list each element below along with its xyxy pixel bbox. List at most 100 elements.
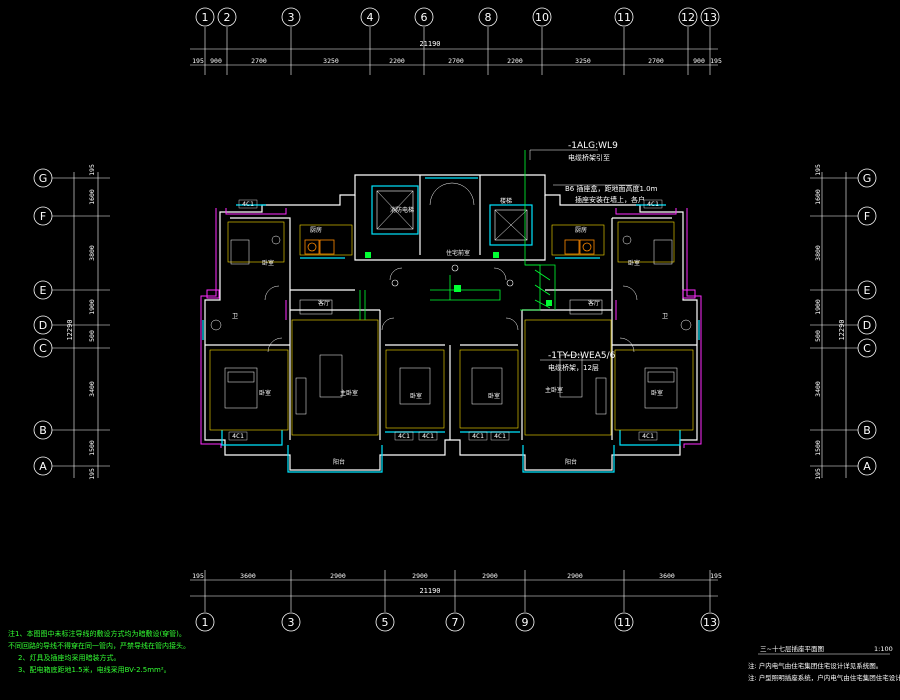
axis-label: A [863,460,871,473]
dim-text: 1500 [814,440,822,456]
axis-bubble [614,7,634,27]
note-line-1: 注1、本图图中未标注导线的敷设方式均为暗敷设(穿管)。 [8,629,186,638]
axis-bubble [700,7,720,27]
interior-yellow [209,221,694,436]
dim-text: 500 [88,330,96,342]
dim-text: 2700 [251,57,267,65]
dim-text: 2700 [448,57,464,65]
axis-label: 9 [522,616,529,629]
room-label-master2-l: 主卧室 [340,389,358,397]
axis-bubble [478,7,498,27]
room-label-hall: 住宅前室 [446,249,470,257]
room-label-master2-r: 主卧室 [545,386,563,394]
dim-text: 3400 [814,381,822,397]
axis-label: 1 [202,616,209,629]
axis-bubble [33,338,53,358]
axis-label: E [864,284,871,297]
room-label-master-r: 卧室 [651,389,663,397]
axis-label: 6 [421,11,428,24]
axis-bubble [195,612,215,632]
dim-text: 3250 [575,57,591,65]
axis-label: 3 [288,11,295,24]
window-tag: 4C1 [232,432,244,440]
axis-bubble [532,7,552,27]
window-tag: 4C1 [642,432,654,440]
bottom-total-dim: 21190 [419,587,440,595]
top-dimension-chain [190,48,718,66]
dim-text: 2200 [389,57,405,65]
dim-text: 3400 [88,381,96,397]
axis-label: A [39,460,47,473]
room-label-bed-l1: 卧室 [262,259,274,267]
window-tag: 4C1 [647,200,659,208]
dim-text: 2700 [648,57,664,65]
title-note-1: 注: 户内电气由住宅集团住宅设计详见系统图。 [748,661,882,670]
dim-text: 195 [88,164,96,176]
note-line-3: 2、灯具及插座均采用暗装方式。 [18,653,120,662]
title-block: 三~十七层插座平面图 1:100 注: 户内电气由住宅集团住宅设计详见系统图。 … [748,644,900,682]
axis-label: B [863,424,871,437]
room-label-kitchen-r: 厨房 [575,226,587,234]
dim-text: 195 [88,468,96,480]
axis-label: D [39,319,47,332]
axis-bubble [33,456,53,476]
bottom-dimension-chain [190,579,718,597]
axis-bubble [33,315,53,335]
room-label-stair: 楼梯 [500,197,512,205]
dim-text: 3600 [659,572,675,580]
room-label-living-r: 客厅 [588,299,600,307]
window-tag: 4C1 [398,432,410,440]
electrical-green [359,150,556,320]
window-tag: 4C1 [422,432,434,440]
right-dimension-chain [821,172,847,478]
axis-bubble [857,420,877,440]
dim-text: 195 [814,468,822,480]
windows-cyan [202,177,700,473]
axis-bubble [217,7,237,27]
axis-label: 1 [202,11,209,24]
axis-label: G [39,172,48,185]
room-label-kitchen-l: 厨房 [310,226,322,234]
magenta-outline [200,208,702,448]
axis-label: D [863,319,871,332]
axis-bubble [445,612,465,632]
axis-label: 8 [485,11,492,24]
room-label-master-l: 卧室 [259,389,271,397]
title-note-2: 注: 户型照明插座系统，户内电气由住宅集团住宅设计图签为准。 [748,673,900,682]
drawing-title: 三~十七层插座平面图 [760,644,824,653]
electrical-symbols [365,252,552,306]
leader-lines [529,149,640,361]
axis-bubble [857,280,877,300]
annotation-riser-sub: 电缆桥架，12层 [548,363,599,372]
axis-bubble [414,7,434,27]
left-dimension-chain [73,172,99,478]
dim-text: 1600 [814,189,822,205]
furniture [210,235,692,415]
axis-bubble [33,168,53,188]
room-label-bath-l: 卫 [232,313,238,320]
axis-label: 13 [703,11,717,24]
dim-text: 1900 [814,299,822,315]
window-tag: 4C1 [472,432,484,440]
axis-label: 7 [452,616,459,629]
axis-bubble [360,7,380,27]
axis-bubble [700,612,720,632]
axis-label: 2 [224,11,231,24]
dim-text: 195 [814,164,822,176]
axis-label: C [863,342,871,355]
window-tag: 4C1 [242,200,254,208]
dim-text: 2900 [482,572,498,580]
axis-bubble [33,206,53,226]
axis-label: C [39,342,47,355]
axis-label: E [40,284,47,297]
dim-text: 1900 [88,299,96,315]
axis-label: 4 [367,11,374,24]
